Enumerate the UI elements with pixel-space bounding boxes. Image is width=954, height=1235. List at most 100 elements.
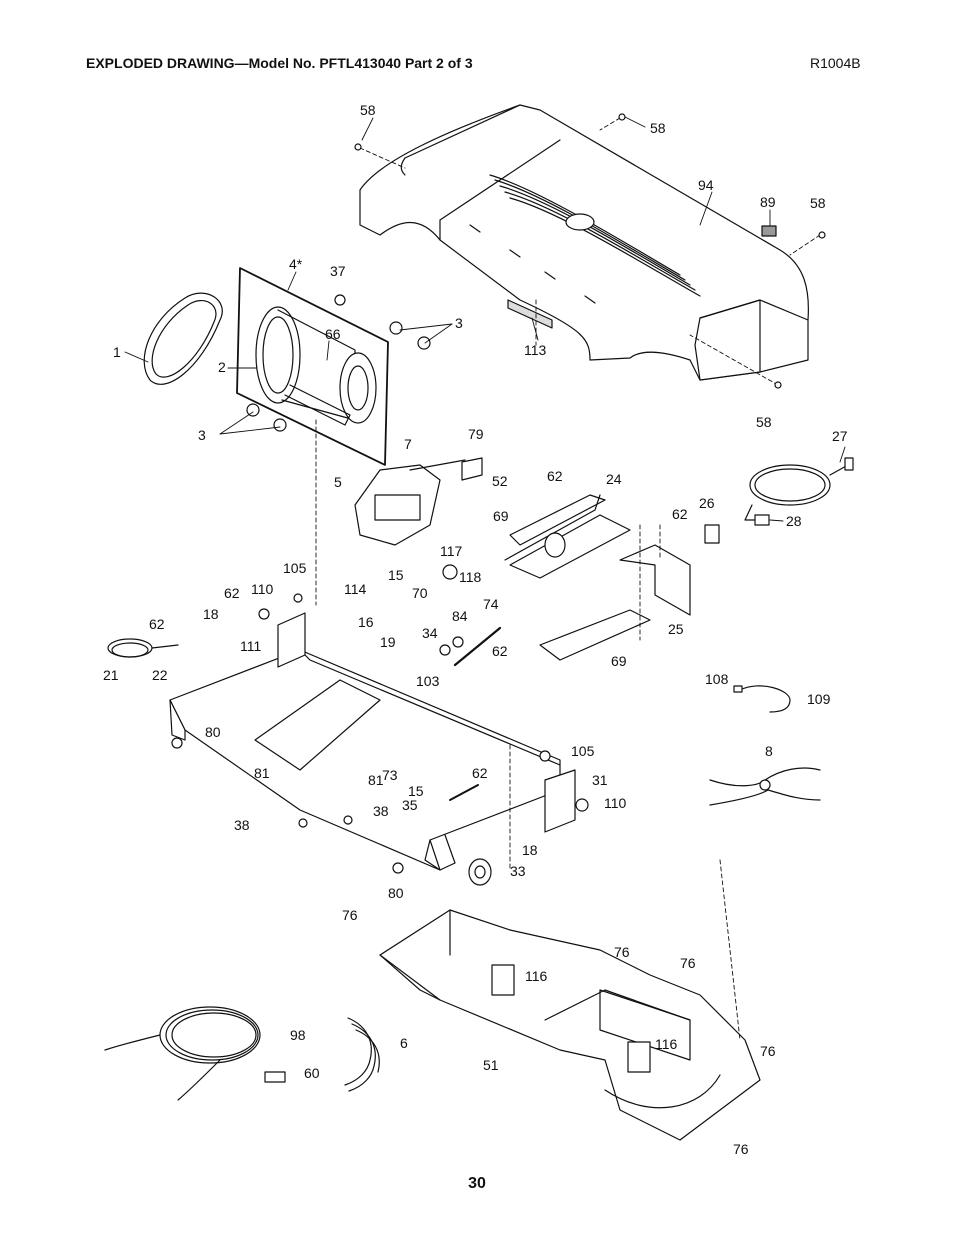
callout-76: 76 [614,944,630,960]
callout-18: 18 [203,606,219,622]
callout-109: 109 [807,691,831,707]
controller-part [354,459,466,546]
callout-81: 81 [368,772,384,788]
callout-38: 38 [373,803,389,819]
callout-27: 27 [832,428,848,444]
callout-58: 58 [360,102,376,118]
motor-assembly-part [236,267,389,466]
wire-109-part [733,685,791,713]
callout-80: 80 [388,885,404,901]
callout-16: 16 [358,614,374,630]
callout-58: 58 [756,414,772,430]
callout-84: 84 [452,608,468,624]
power-cord-part [744,457,854,526]
callout-81: 81 [254,765,270,781]
callout-4: 4* [289,256,303,272]
callout-38: 38 [234,817,250,833]
callout-15: 15 [388,567,404,583]
callout-3: 3 [455,315,463,331]
callout-118: 118 [459,569,482,585]
callout-76: 76 [733,1141,749,1157]
callout-26: 26 [699,495,715,511]
callout-58: 58 [810,195,826,211]
callout-3: 3 [198,427,206,443]
sensor-70-part [442,564,458,580]
base-51-part [379,909,761,1141]
motor-plate-part [254,679,381,771]
callout-98: 98 [290,1027,306,1043]
callout-52: 52 [492,473,508,489]
callout-35: 35 [402,797,418,813]
callout-105: 105 [571,743,595,759]
callout-21: 21 [103,667,119,683]
callout-62: 62 [547,468,563,484]
callout-76: 76 [680,955,696,971]
callout-34: 34 [422,625,438,641]
callout-114: 114 [344,581,367,597]
callout-62: 62 [472,765,488,781]
callout-103: 103 [416,673,440,689]
callout-31: 31 [592,772,608,788]
motor-hood-part [359,104,809,381]
callout-113: 113 [524,342,547,358]
callout-70: 70 [412,585,428,601]
callout-94: 94 [698,177,714,193]
callout-111: 111 [240,638,261,654]
callout-62: 62 [492,643,508,659]
callout-110: 110 [604,795,627,811]
callout-51: 51 [483,1057,499,1073]
callout-76: 76 [760,1043,776,1059]
callout-116: 116 [525,968,548,984]
frame-part [169,612,576,871]
callout-116: 116 [655,1036,678,1052]
callout-62: 62 [672,506,688,522]
wheel-33-part [468,858,492,886]
page-number: 30 [468,1175,486,1192]
callout-33: 33 [510,863,526,879]
callout-19: 19 [380,634,396,650]
connector-60-part [264,1071,286,1083]
callout-2: 2 [218,359,226,375]
callout-110: 110 [251,581,274,597]
callout-58: 58 [650,120,666,136]
callout-25: 25 [668,621,684,637]
callout-80: 80 [205,724,221,740]
callout-5: 5 [334,474,342,490]
belt-part [143,292,223,385]
bracket-25-part [619,544,691,616]
revision-code: R1004B [810,55,861,71]
callout-73: 73 [382,767,398,783]
cable-21-part [107,638,179,658]
callout-24: 24 [606,471,622,487]
callout-89: 89 [760,194,776,210]
callout-37: 37 [330,263,346,279]
callout-8: 8 [765,743,773,759]
callout-6: 6 [400,1035,408,1051]
page-title: EXPLODED DRAWING—Model No. PFTL413040 Pa… [86,55,473,71]
strip-113-part [507,299,553,329]
callout-66: 66 [325,326,341,342]
callout-69: 69 [493,508,509,524]
wires-6-part [344,1017,380,1092]
callout-62: 62 [224,585,240,601]
wire-98-part [104,1006,261,1101]
harness-8-part [709,767,821,806]
switch-26-part [704,524,720,544]
callout-7: 7 [404,436,412,452]
callout-79: 79 [468,426,484,442]
callout-117: 117 [440,543,463,559]
callout-74: 74 [483,596,499,612]
callout-62: 62 [149,616,165,632]
bracket-79-part [461,457,483,481]
callout-18: 18 [522,842,538,858]
callout-22: 22 [152,667,168,683]
callout-28: 28 [786,513,802,529]
label-89-part [761,225,777,237]
callout-76: 76 [342,907,358,923]
callout-60: 60 [304,1065,320,1081]
callout-105: 105 [283,560,307,576]
callout-108: 108 [705,671,729,687]
board-24-part [504,494,651,661]
callout-1: 1 [113,344,121,360]
